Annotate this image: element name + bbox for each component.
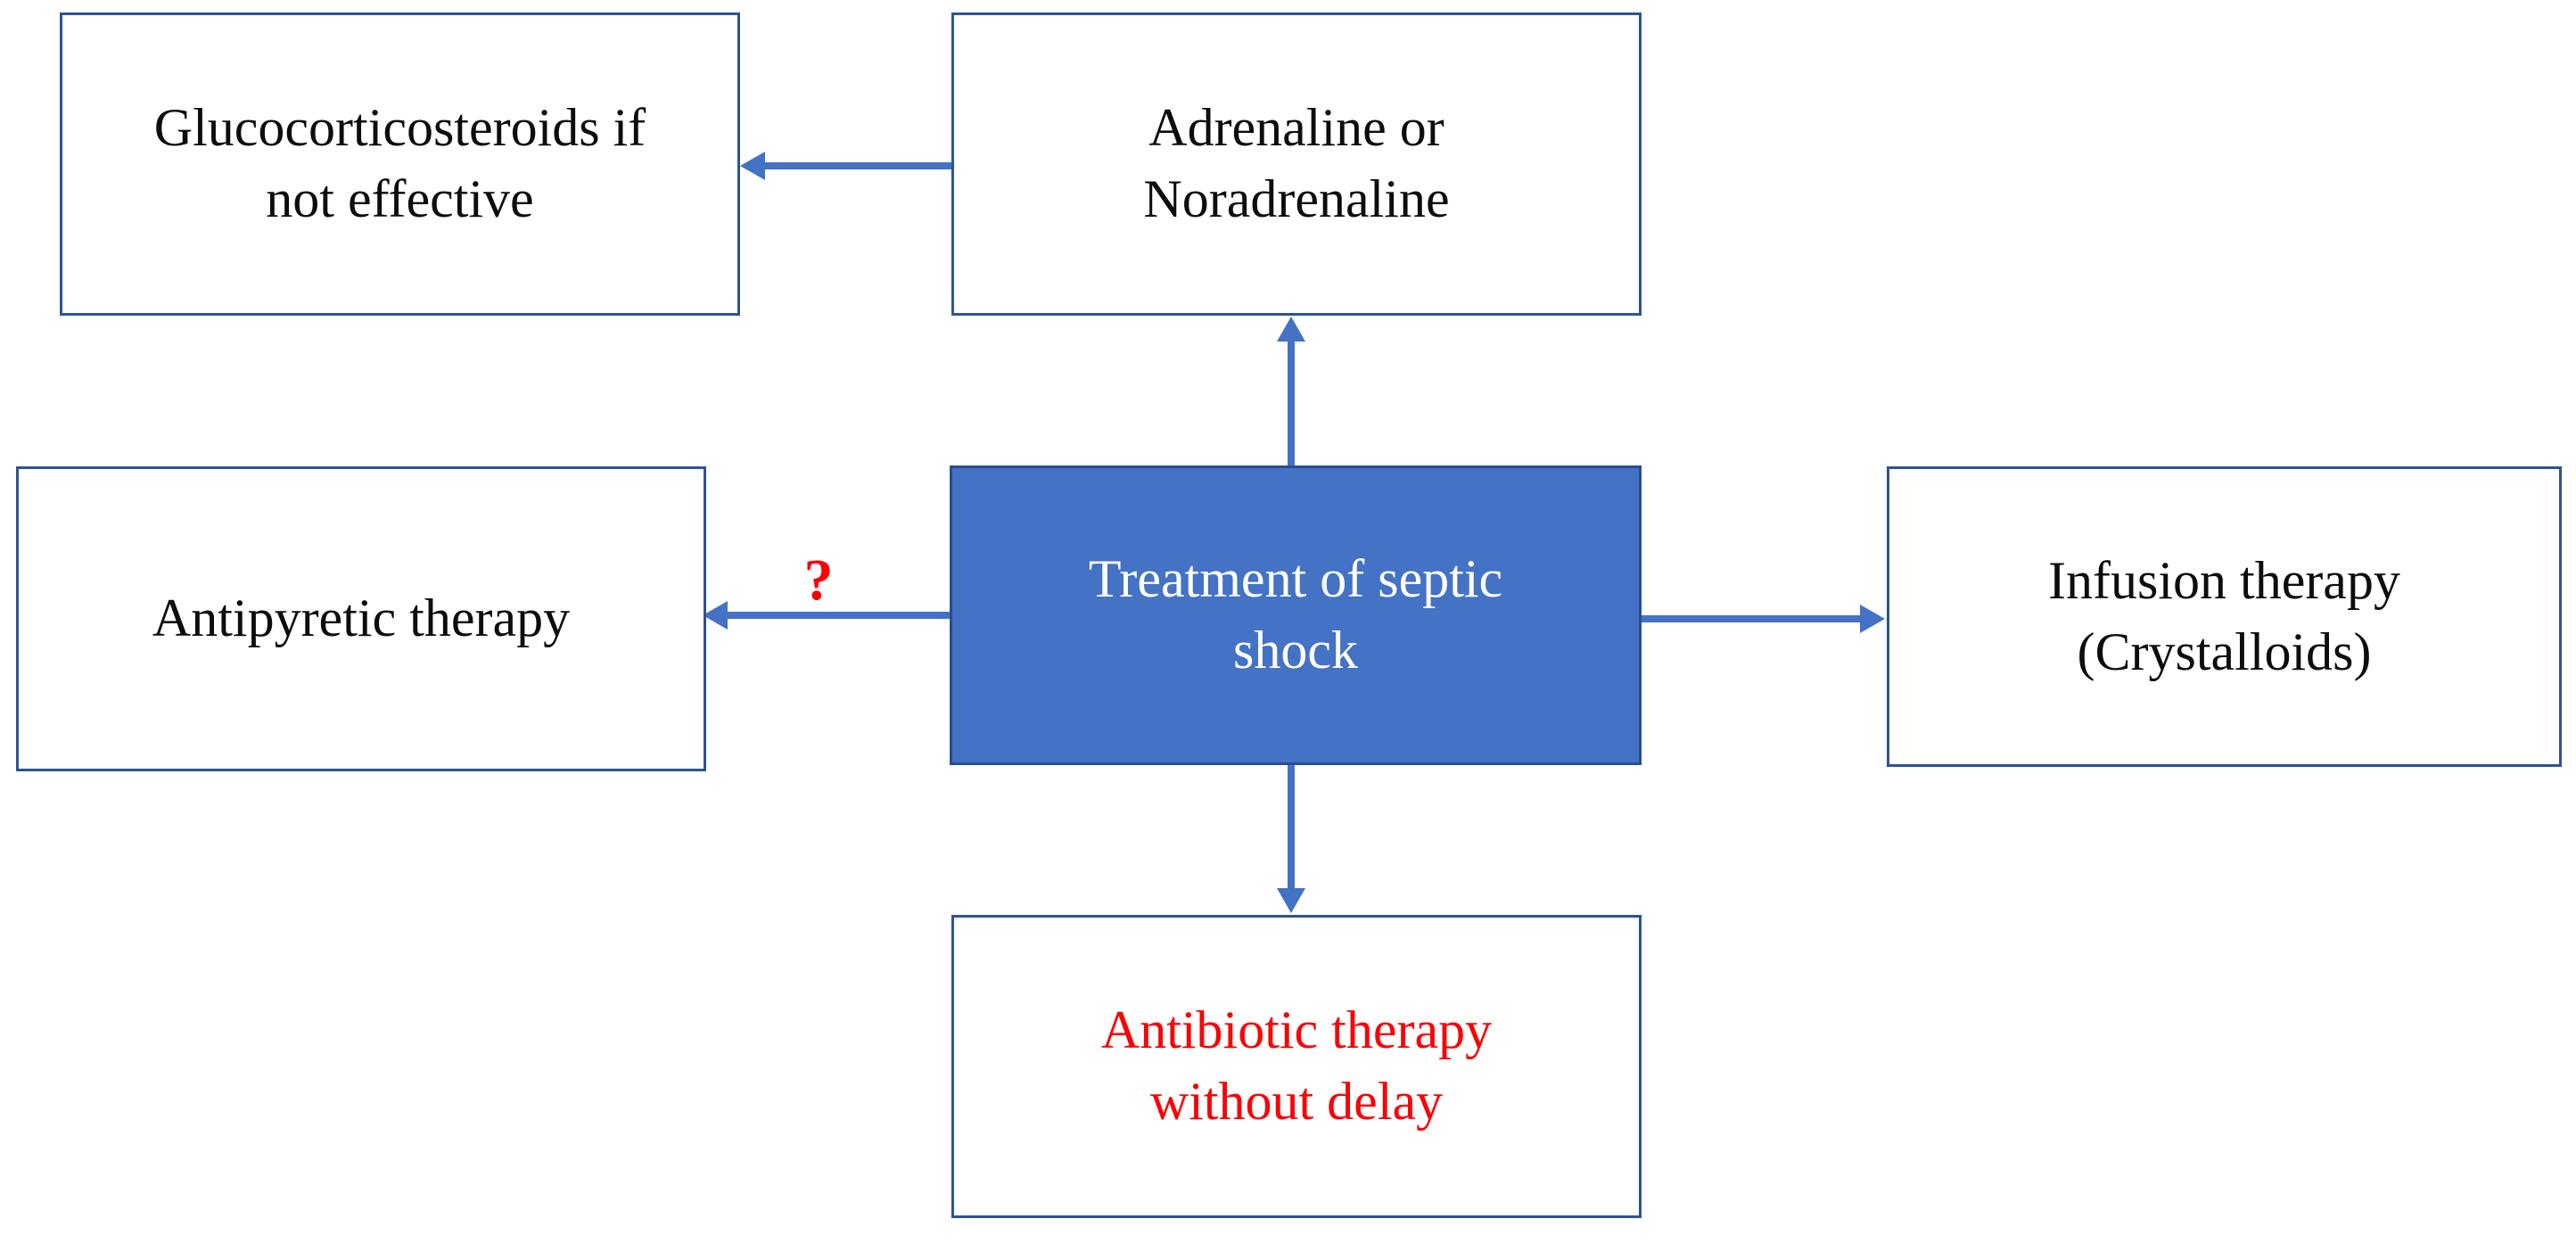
- node-infusion-label: Infusion therapy (Crystalloids): [2048, 550, 2400, 681]
- node-antibiotic: Antibiotic therapy without delay: [951, 915, 1642, 1218]
- edge-label-question-mark: ?: [803, 548, 834, 613]
- arrow-treatment-to-adrenaline: [1277, 317, 1305, 465]
- node-antipyretic: Antipyretic therapy: [16, 466, 706, 771]
- node-treatment-label: Treatment of septic shock: [1088, 549, 1503, 679]
- node-glucocorticosteroids: Glucocorticosteroids if not effective: [60, 12, 740, 316]
- node-glucocorticosteroids-label: Glucocorticosteroids if not effective: [153, 98, 646, 228]
- arrow-adrenaline-to-glucocorticosteroids: [740, 152, 951, 180]
- node-adrenaline: Adrenaline or Noradrenaline: [951, 12, 1642, 316]
- node-antipyretic-label: Antipyretic therapy: [152, 589, 571, 648]
- node-adrenaline-label: Adrenaline or Noradrenaline: [1143, 98, 1450, 228]
- node-treatment-central: Treatment of septic shock: [950, 465, 1642, 765]
- arrow-treatment-to-antibiotic: [1277, 765, 1305, 913]
- node-infusion: Infusion therapy (Crystalloids): [1887, 466, 2562, 767]
- arrow-treatment-to-infusion: [1642, 605, 1885, 633]
- node-antibiotic-label: Antibiotic therapy without delay: [1100, 1001, 1493, 1131]
